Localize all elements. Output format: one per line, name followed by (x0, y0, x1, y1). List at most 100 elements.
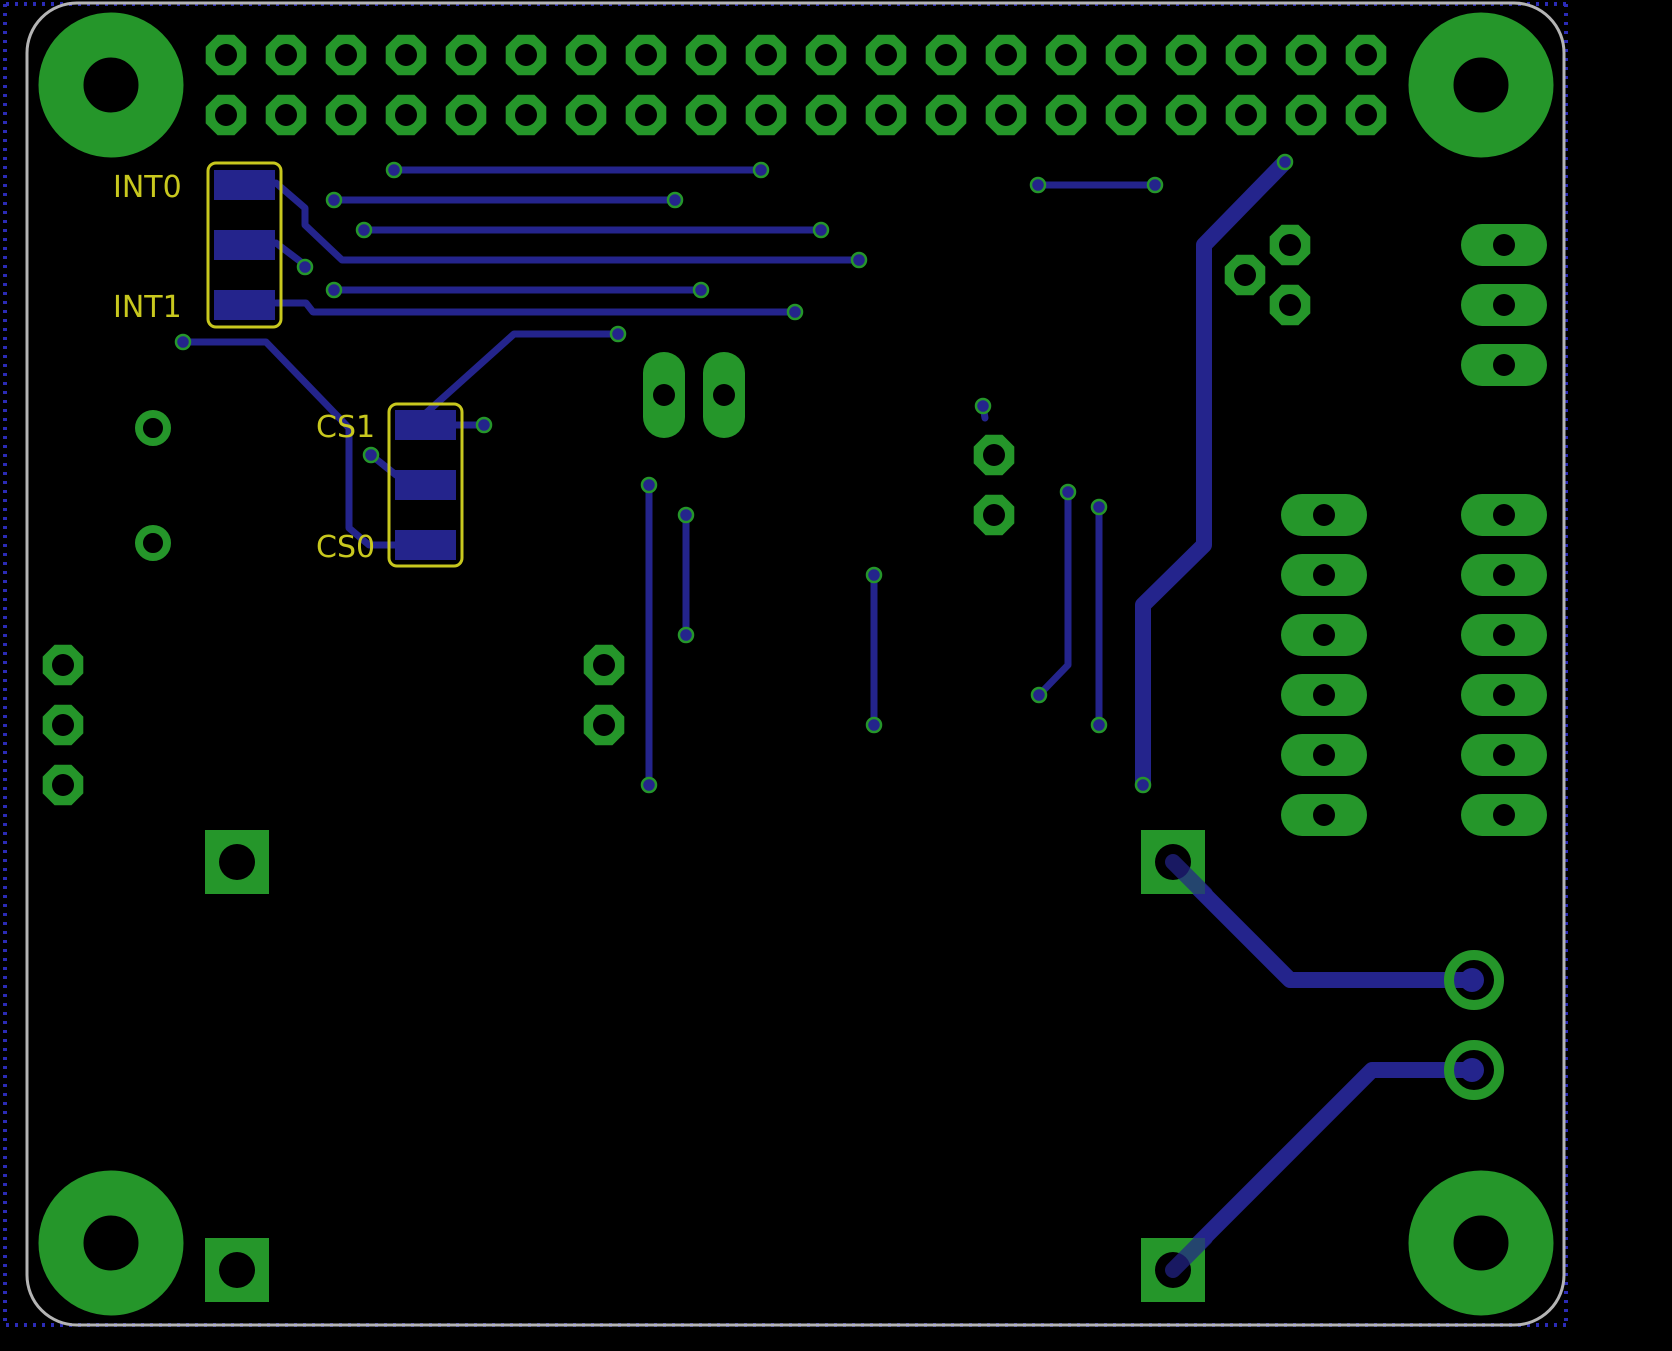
through-hole-pad (1269, 224, 1311, 266)
via (1029, 176, 1047, 194)
via (786, 303, 804, 321)
via (1134, 776, 1152, 794)
smd-pad (395, 410, 456, 440)
through-hole-pad (445, 34, 487, 76)
through-hole-pad (925, 94, 967, 136)
copper-traces (179, 154, 1480, 1278)
smd-pad (395, 470, 456, 500)
trace-int1 (272, 299, 799, 316)
via (640, 776, 658, 794)
vias (174, 153, 1294, 794)
through-hole-pad (1224, 254, 1266, 296)
via (865, 566, 883, 584)
oval-pad (1461, 614, 1547, 656)
oval-pad (1281, 614, 1367, 656)
via (609, 325, 627, 343)
through-hole-pad (973, 494, 1015, 536)
through-hole-pad (805, 34, 847, 76)
through-hole-pad (985, 94, 1027, 136)
terminal-pad-core (1460, 1058, 1484, 1082)
trace (1035, 488, 1072, 699)
oval-pad (1461, 224, 1547, 266)
label-int1: INT1 (113, 290, 182, 325)
via (174, 333, 192, 351)
silkscreen-outlines (206, 161, 464, 568)
through-hole-pad (583, 644, 625, 686)
via (1030, 686, 1048, 704)
through-hole-pad (325, 94, 367, 136)
through-hole-pad (1285, 94, 1327, 136)
through-hole-pad (265, 94, 307, 136)
through-hole-pad (1165, 94, 1207, 136)
power-trace (1135, 154, 1293, 793)
mounting-hole (1408, 1170, 1554, 1316)
round-pad (135, 410, 171, 446)
trace-cs1 (422, 330, 622, 417)
mounting-hole (1408, 12, 1554, 158)
terminal-pads (1444, 950, 1504, 1100)
square-pad (1141, 830, 1213, 902)
through-hole-pad (745, 34, 787, 76)
via (677, 626, 695, 644)
through-hole-pad (42, 764, 84, 806)
through-hole-pad (865, 34, 907, 76)
power-trace (1164, 854, 1480, 988)
through-hole-pad (745, 94, 787, 136)
via (1059, 483, 1077, 501)
via (355, 221, 373, 239)
square-pad (205, 830, 269, 894)
through-hole-pad (505, 94, 547, 136)
via (850, 251, 868, 269)
through-hole-pad (565, 34, 607, 76)
through-hole-pad (1345, 34, 1387, 76)
through-hole-pad (205, 34, 247, 76)
through-hole-pad (805, 94, 847, 136)
via (692, 281, 710, 299)
through-hole-pad (1285, 34, 1327, 76)
mounting-hole (38, 12, 184, 158)
oval-pad (1281, 554, 1367, 596)
trace-cs (179, 338, 400, 549)
through-hole-pad (42, 704, 84, 746)
terminal-pad (1444, 1040, 1504, 1100)
square-pad (1141, 1230, 1213, 1302)
via (1090, 716, 1108, 734)
through-hole-pad (583, 704, 625, 746)
through-hole-pad (1165, 34, 1207, 76)
through-hole-pad (385, 94, 427, 136)
oval-pad (643, 352, 685, 438)
via (666, 191, 684, 209)
oval-pad (1281, 494, 1367, 536)
oval-pad (1281, 794, 1367, 836)
label-cs0: CS0 (316, 530, 375, 565)
through-hole-pad (685, 34, 727, 76)
through-hole-pad (925, 34, 967, 76)
oval-pad (703, 352, 745, 438)
through-hole-pad (205, 94, 247, 136)
via (325, 281, 343, 299)
mounting-hole (38, 1170, 184, 1316)
via (812, 221, 830, 239)
through-hole-pad (1105, 94, 1147, 136)
oval-pad (1281, 674, 1367, 716)
via (1090, 498, 1108, 516)
smd-pad (214, 170, 275, 200)
square-pads (205, 830, 1213, 1302)
through-hole-pad (685, 94, 727, 136)
mounting-holes (38, 12, 1554, 1316)
smd-pad (214, 230, 275, 260)
through-hole-pad (325, 34, 367, 76)
oval-pad (1461, 794, 1547, 836)
via (677, 506, 695, 524)
smd-pad (395, 530, 456, 560)
through-hole-pad (445, 94, 487, 136)
trace-int0 (272, 179, 863, 264)
through-hole-pad (985, 34, 1027, 76)
via (475, 416, 493, 434)
label-cs1: CS1 (316, 410, 375, 445)
via (1276, 153, 1294, 171)
via (1146, 176, 1164, 194)
square-pad (205, 1238, 269, 1302)
through-hole-pad (1045, 94, 1087, 136)
